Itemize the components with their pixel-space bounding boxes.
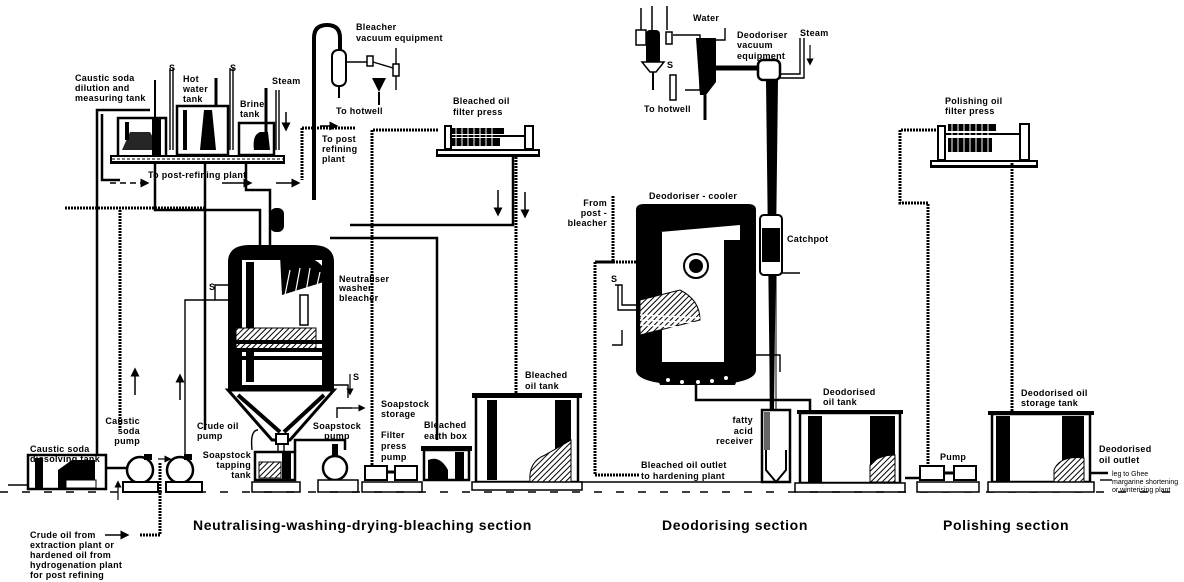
top-tank-platform xyxy=(110,155,285,164)
label-steam-marker-vessel-bottom: S xyxy=(353,372,359,382)
label-steam-marker-1: S xyxy=(169,63,175,73)
hot-water-tank xyxy=(169,68,234,157)
fatty-acid-receiver xyxy=(760,408,792,484)
neutraliser-washer-bleacher-vessel xyxy=(224,208,338,452)
bleached-oil-filter-press xyxy=(436,125,540,157)
label-deodoriser-cooler: Deodoriser - cooler xyxy=(649,191,737,201)
label-steam-top: Steam xyxy=(272,76,301,86)
label-pump: Pump xyxy=(940,452,966,462)
label-steam-marker-deo-vac: S xyxy=(667,60,673,70)
section-title-neutralising: Neutralising-washing-drying-bleaching se… xyxy=(193,517,532,533)
deodorising-section xyxy=(580,6,1184,493)
filter-press-pump xyxy=(361,465,423,493)
bleacher-vacuum-equipment xyxy=(312,22,400,200)
label-to-post-refining-plant-horizontal: To post-refining plant xyxy=(148,170,246,180)
catchpot xyxy=(756,214,800,410)
deodoriser-cooler-vessel xyxy=(636,204,756,385)
bleached-oil-tank xyxy=(471,393,583,491)
label-steam-deodoriser: Steam xyxy=(800,28,829,38)
section-titles: Neutralising-washing-drying-bleaching se… xyxy=(193,517,1069,533)
neutralising-section xyxy=(0,22,700,540)
label-steam-marker-vessel: S xyxy=(209,282,215,292)
brine-tank xyxy=(237,88,291,157)
label-catchpot: Catchpot xyxy=(787,234,828,244)
deodorised-oil-storage-tank xyxy=(987,411,1095,493)
soapstock-pump xyxy=(317,444,359,493)
crude-oil-pump xyxy=(165,454,203,493)
caustic-dilution-tank xyxy=(116,80,168,155)
label-to-hotwell-deodoriser: To hotwell xyxy=(644,104,691,114)
soapstock-tapping-tank xyxy=(251,450,301,493)
label-steam-marker-2: S xyxy=(230,63,236,73)
section-title-deodorising: Deodorising section xyxy=(662,517,808,533)
caustic-soda-dissolving-tank xyxy=(8,453,108,491)
label-to-hotwell-bleacher: To hotwell xyxy=(336,106,383,116)
section-title-polishing: Polishing section xyxy=(943,517,1069,533)
polishing-pump xyxy=(916,465,980,493)
deodorised-oil-tank xyxy=(794,410,906,493)
polishing-oil-filter-press xyxy=(930,123,1038,168)
label-steam-marker-deodoriser: S xyxy=(611,274,617,284)
caustic-soda-pump xyxy=(122,454,159,493)
label-water: Water xyxy=(693,13,719,23)
polishing-section xyxy=(898,123,1112,493)
bleached-earth-box xyxy=(421,446,472,482)
